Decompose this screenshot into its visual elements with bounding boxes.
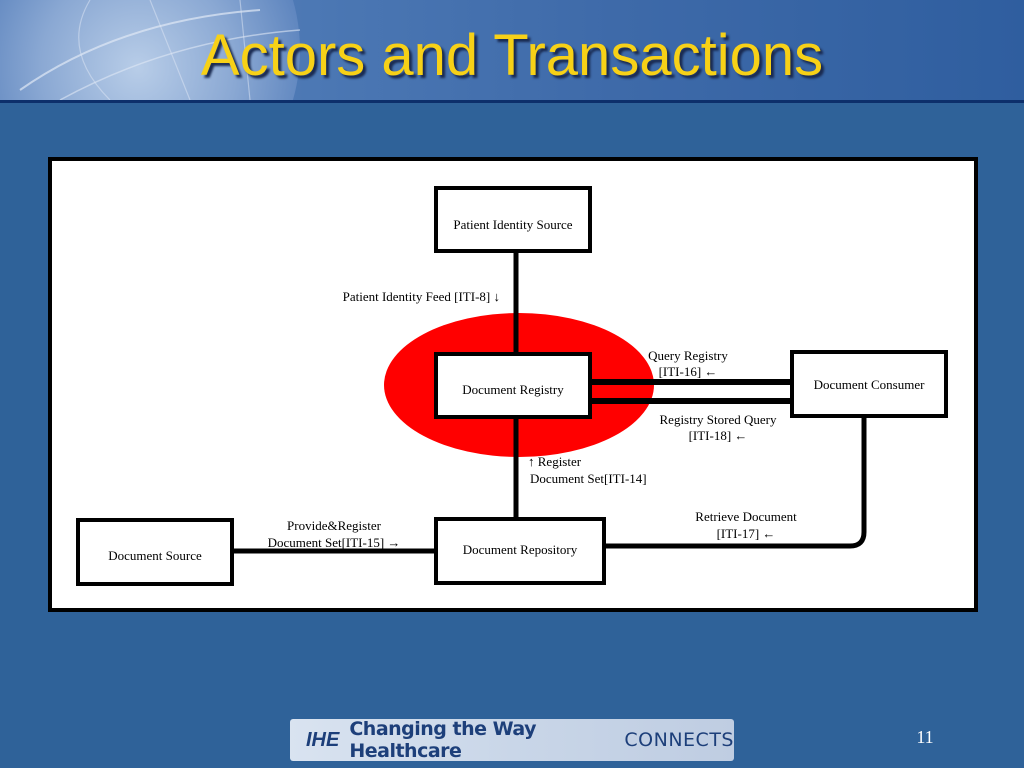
actor-document-source: Document Source (76, 518, 234, 586)
actor-document-repository: Document Repository (434, 517, 606, 585)
label-provide-register-1: Provide&Register (287, 518, 382, 533)
diagram-panel: Patient Identity Source Document Registr… (48, 157, 978, 612)
actor-patient-identity-source: Patient Identity Source (434, 186, 592, 253)
actor-label: Document Consumer (814, 377, 926, 392)
label-register-2: Document Set[ITI-14] (530, 471, 647, 486)
slide-header: Actors and Transactions (0, 0, 1024, 103)
footer-connects: CONNECTS (624, 729, 734, 751)
actors-diagram: Patient Identity Source Document Registr… (76, 186, 948, 586)
label-retrieve-document-1: Retrieve Document (695, 509, 797, 524)
label-retrieve-document-2: [ITI-17] ← (717, 526, 776, 541)
slide-title: Actors and Transactions (200, 23, 824, 88)
label-registry-stored-query-2: [ITI-18] ← (689, 428, 748, 443)
ihe-footer-logo: IHE Changing the Way Healthcare CONNECTS (290, 718, 734, 762)
actor-document-registry: Document Registry (434, 352, 592, 419)
actor-label: Document Repository (463, 542, 578, 557)
label-query-registry-1: Query Registry (648, 348, 728, 363)
ihe-logo-mark: IHE (306, 728, 340, 751)
actor-label: Patient Identity Source (453, 217, 572, 232)
label-registry-stored-query-1: Registry Stored Query (660, 412, 777, 427)
actor-document-consumer: Document Consumer (790, 350, 948, 418)
connector-repository-consumer (604, 417, 867, 549)
label-patient-identity-feed: Patient Identity Feed [ITI-8] ↓ (343, 289, 500, 304)
label-register-1: ↑ Register (528, 454, 582, 469)
actor-label: Document Source (108, 548, 202, 563)
footer-tagline: Changing the Way Healthcare (349, 718, 537, 762)
label-provide-register-2: Document Set[ITI-15] → (268, 535, 401, 550)
label-query-registry-2: [ITI-16] ← (659, 364, 718, 379)
page-number: 11 (916, 727, 934, 747)
globe-graphic (0, 0, 300, 100)
actor-label: Document Registry (462, 382, 564, 397)
globe-lines-graphic (19, 0, 301, 100)
